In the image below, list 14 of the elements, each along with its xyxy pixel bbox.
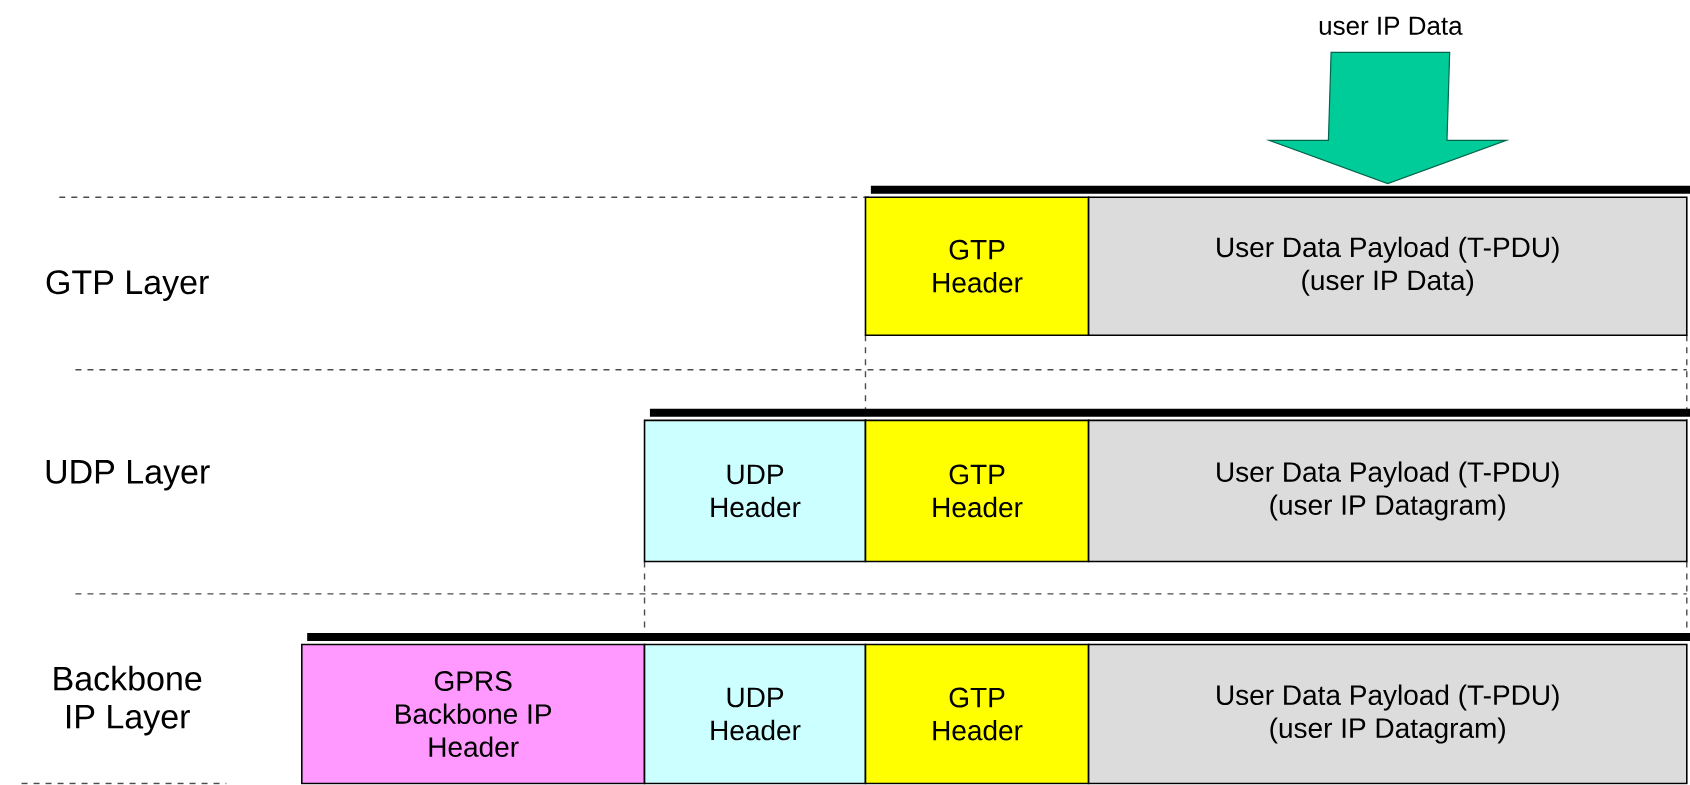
payload-box: User Data Payload (T-PDU) (user IP Datagram)	[1087, 643, 1688, 785]
arrow-label: user IP Data	[1319, 17, 1463, 36]
header-box: GTP Header	[864, 419, 1090, 563]
header-box: GTP Header	[864, 196, 1090, 337]
layer-label: UDP Layer	[46, 460, 210, 491]
header-box: UDP Header	[643, 419, 867, 563]
payload-box: User Data Payload (T-PDU) (user IP Data)	[1087, 196, 1688, 337]
block-arrow	[1265, 52, 1510, 185]
layer-label: Backbone IP Layer	[54, 665, 202, 736]
header-box: GTP Header	[864, 643, 1090, 785]
header-box: UDP Header	[643, 643, 867, 785]
layer-label: GTP Layer	[46, 270, 209, 302]
payload-box: User Data Payload (T-PDU) (user IP Datagram)	[1087, 419, 1688, 563]
header-box: GPRS Backbone IP Header	[301, 643, 646, 785]
